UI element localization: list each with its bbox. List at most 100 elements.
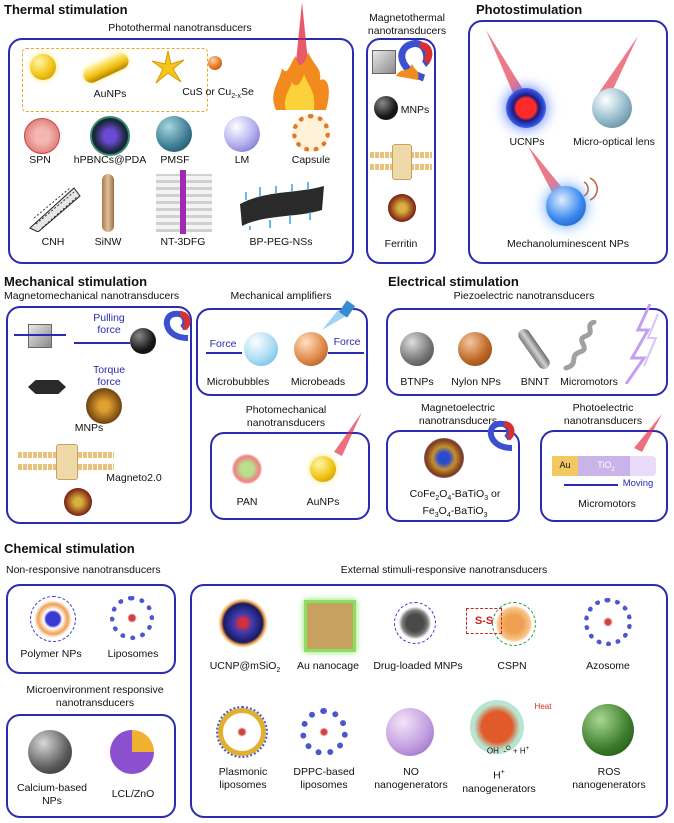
aunps-group-frame	[22, 48, 208, 112]
heat-label: Heat	[534, 702, 552, 711]
au-segment-icon	[552, 456, 578, 476]
ucnp-msio2-icon	[218, 598, 268, 648]
non-responsive-subtitle: Non-responsive nanotransducers	[6, 564, 161, 576]
force-label-left: Force	[209, 338, 237, 350]
dppc-liposome-icon	[300, 708, 348, 756]
spn-label: SPN	[29, 154, 51, 166]
microbeads-label: Microbeads	[290, 376, 346, 388]
gold-nanosphere-icon	[310, 456, 336, 482]
plasmonic-liposome-icon	[216, 706, 268, 758]
hpbncs-pda-icon	[90, 116, 130, 156]
ferritin-label: Ferritin	[384, 238, 418, 250]
ferritin-icon	[388, 194, 416, 222]
photostimulation-box: UCNPs Micro-optical lens Mechanoluminesc…	[468, 20, 668, 264]
ferritin-icon	[64, 488, 92, 516]
photostimulation-title: Photostimulation	[476, 2, 583, 17]
h-plus-nanogenerators-label: H+nanogenerators	[462, 769, 536, 795]
mnp-icon	[374, 96, 398, 120]
horseshoe-magnet-icon	[163, 310, 191, 341]
horseshoe-magnet-icon	[487, 420, 515, 451]
moving-arrow-icon	[564, 484, 618, 486]
aunps-label: AuNPs	[93, 88, 127, 100]
non-responsive-box: Polymer NPs Liposomes	[6, 584, 176, 674]
nylon-nps-label: Nylon NPs	[451, 376, 501, 388]
hexagon-disc-icon	[28, 380, 66, 394]
no-nanogenerator-icon	[386, 708, 434, 756]
laser-beam-icon	[334, 412, 362, 456]
tio2-segment-icon	[578, 456, 630, 476]
lcl-zno-label: LCL/ZnO	[111, 788, 155, 800]
ucnp-icon	[506, 88, 546, 128]
hpbncs-pda-label: hPBNCs@PDA	[73, 154, 147, 166]
lightning-icon	[624, 304, 659, 384]
mnp-icon	[130, 328, 156, 354]
lm-label: LM	[234, 154, 250, 166]
micromotor-helix-icon	[563, 320, 597, 371]
cube-arrow-icon	[14, 334, 66, 336]
cus-nanoparticle-icon	[208, 56, 222, 70]
bnnt-label: BNNT	[520, 376, 550, 388]
piezo-micromotors-label: Micromotors	[560, 376, 618, 388]
photothermal-subtitle: Photothermal nanotransducers	[108, 22, 252, 34]
microbubbles-label: Microbubbles	[206, 376, 270, 388]
spn-icon	[24, 118, 60, 154]
thermal-title: Thermal stimulation	[4, 2, 128, 17]
nt-3dfg-nanowire-icon	[180, 170, 186, 234]
photoelectric-box: Au TiO2 Moving Micromotors	[540, 414, 668, 522]
nt-3dfg-label: NT-3DFG	[160, 236, 206, 248]
piezoelectric-box: BTNPs Nylon NPs BNNT Micromotors	[386, 304, 668, 396]
force-label-right: Force	[333, 336, 361, 348]
external-stimuli-subtitle: External stimuli-responsive nanotransduc…	[340, 564, 548, 576]
horseshoe-magnet-icon	[396, 40, 433, 82]
microbubble-icon	[244, 332, 278, 366]
pan-icon	[232, 454, 262, 484]
cnh-label: CNH	[41, 236, 65, 248]
ion-channel-icon	[392, 144, 412, 180]
carbon-nanohorn-icon	[29, 187, 81, 232]
ucnps-label: UCNPs	[509, 136, 545, 148]
bnnt-icon	[515, 326, 553, 372]
pulling-arrow-icon	[74, 342, 130, 344]
moving-label: Moving	[622, 478, 654, 489]
btnp-icon	[400, 332, 434, 366]
torque-mnp-icon	[86, 388, 122, 424]
silicon-nanowire-icon	[102, 174, 114, 232]
azosome-icon	[584, 598, 632, 646]
drug-loaded-mnps-label: Drug-loaded MNPs	[373, 660, 463, 672]
lcl-zno-icon	[110, 730, 154, 774]
bp-peg-nanosheet-icon	[240, 182, 324, 230]
mechanical-amplifiers-subtitle: Mechanical amplifiers	[230, 290, 332, 302]
external-stimuli-box: UCNP@mSiO2 Au nanocage Drug-loaded MNPs …	[190, 584, 668, 818]
photothermal-box: AuNPs CuS or Cu2-xSe SPN hPBNCs@PDA PMSF…	[8, 2, 354, 264]
drug-loaded-mnp-icon	[394, 602, 436, 644]
electrical-title: Electrical stimulation	[388, 274, 519, 289]
magnetic-cube-icon	[372, 50, 396, 74]
micromotor-body-icon: Au TiO2	[552, 456, 656, 476]
liposome-icon	[110, 596, 154, 640]
pmsf-label: PMSF	[160, 154, 190, 166]
laser-flame-icon	[273, 2, 329, 110]
microbead-icon	[294, 332, 328, 366]
capsule-label: Capsule	[291, 154, 331, 166]
mechanical-amplifiers-box: Force Force Microbubbles Microbeads	[196, 300, 368, 396]
carboxyl-equation-label: OH -O + H+	[486, 746, 530, 756]
cspn-icon	[492, 602, 536, 646]
magnetic-cube-icon	[28, 324, 52, 348]
cspn-label: CSPN	[497, 660, 527, 672]
au-nanocage-label: Au nanocage	[297, 660, 359, 672]
sinw-label: SiNW	[94, 236, 122, 248]
nylon-np-icon	[458, 332, 492, 366]
laser-beams-icon	[486, 30, 638, 201]
pan-label: PAN	[236, 496, 258, 508]
polymer-np-icon	[30, 596, 76, 642]
